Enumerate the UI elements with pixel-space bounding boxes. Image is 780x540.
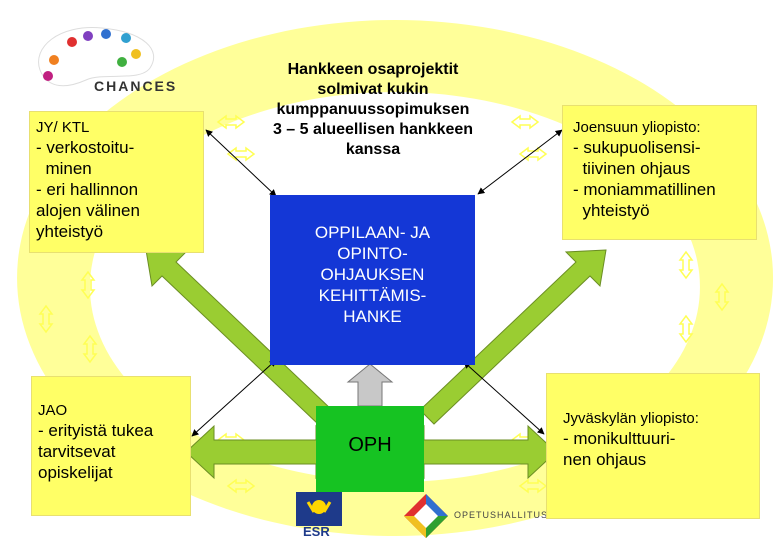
box-jyvaskyla: Jyväskylän yliopisto: - monikulttuuri- n… — [546, 373, 760, 519]
box-jy-ktl-title: JY/ KTL — [36, 119, 90, 136]
box-joensuu-line: tiivinen ohjaus — [573, 159, 691, 178]
project-line: OHJAUKSEN — [320, 265, 425, 284]
oph-box: OPH — [316, 406, 424, 492]
box-jao-title: JAO — [38, 402, 68, 419]
partnership-text-line: Hankkeen osaprojektit — [287, 61, 459, 78]
box-joensuu-title: Joensuun yliopisto: — [573, 119, 701, 136]
box-jy-ktl: JY/ KTL - verkostoitu- minen - eri halli… — [29, 111, 204, 253]
box-jy-ktl-line: minen — [36, 159, 92, 178]
partnership-text: Hankkeen osaprojektit solmivat kukin kum… — [248, 60, 498, 160]
box-jy-ktl-line: - eri hallinnon — [36, 180, 139, 199]
esr-logo — [296, 492, 342, 526]
project-line: OPPILAAN- JA — [314, 223, 431, 242]
project-line: HANKE — [343, 307, 402, 326]
partnership-text-line: solmivat kukin — [317, 81, 429, 98]
box-joensuu-line: yhteistyö — [573, 201, 650, 220]
partnership-text-line: kanssa — [345, 141, 401, 158]
box-jao: JAO - erityistä tukea tarvitsevat opiske… — [31, 376, 191, 516]
opetushallitus-logo — [404, 494, 448, 538]
box-joensuu-line: - sukupuolisensi- — [573, 138, 701, 157]
box-jy-ktl-line: yhteistyö — [36, 222, 104, 241]
partnership-text-line: 3 – 5 alueellisen hankkeen — [272, 121, 474, 138]
box-jao-line: - erityistä tukea — [38, 421, 154, 440]
oph-label: OPH — [348, 434, 392, 456]
box-jyvaskyla-title: Jyväskylän yliopisto: — [563, 410, 699, 427]
project-line: OPINTO- — [337, 244, 408, 263]
box-jy-ktl-line: - verkostoitu- — [36, 138, 135, 157]
box-joensuu-line: - moniammatillinen — [573, 180, 716, 199]
box-jao-line: tarvitsevat — [38, 442, 116, 461]
connector-lines — [191, 129, 563, 437]
opetushallitus-logo-text: OPETUSHALLITUS — [454, 510, 549, 520]
box-jy-ktl-line: alojen välinen — [36, 201, 140, 220]
project-line: KEHITTÄMIS- — [318, 286, 427, 305]
project-box: OPPILAAN- JA OPINTO- OHJAUKSEN KEHITTÄMI… — [270, 195, 475, 365]
box-joensuu: Joensuun yliopisto: - sukupuolisensi- ti… — [562, 105, 757, 240]
chances-logo — [38, 27, 155, 87]
gray-up-arrow — [346, 363, 394, 407]
box-jao-line: opiskelijat — [38, 463, 113, 482]
partnership-text-line: kumppanuussopimuksen — [276, 101, 470, 118]
box-jyvaskyla-line: - monikulttuuri- — [563, 429, 676, 448]
esr-logo-text: ESR — [303, 524, 330, 539]
chances-logo-text: CHANCES — [94, 78, 178, 94]
box-jyvaskyla-line: nen ohjaus — [563, 450, 647, 469]
